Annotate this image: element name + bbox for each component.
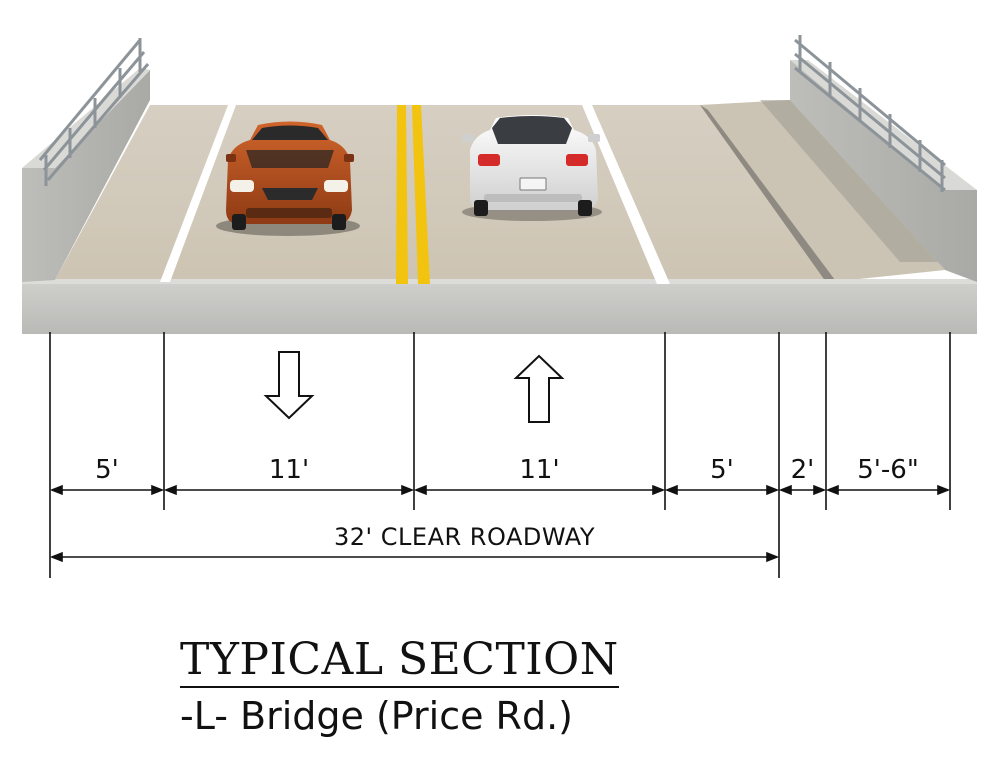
clear-roadway-arrowhead: [49, 551, 63, 563]
right-parapet: [790, 60, 977, 282]
parapet-shadow: [760, 100, 945, 262]
dimension-lines: [49, 332, 951, 578]
dimension-arrowhead: [664, 484, 678, 496]
dimension-label: 5': [710, 455, 734, 485]
centerline-right: [412, 105, 430, 284]
slab-top-edge: [22, 279, 977, 284]
centerline-left: [396, 105, 408, 284]
dimension-arrowhead: [813, 484, 827, 496]
section-title: TYPICAL SECTION: [180, 636, 619, 688]
southbound-arrow: [263, 351, 315, 420]
right-parapet-top: [790, 60, 977, 190]
lane-direction-arrows: [263, 351, 565, 423]
dimension-arrowhead: [151, 484, 165, 496]
left-parapet: [22, 70, 150, 282]
slab-face: [22, 282, 977, 334]
dimension-arrowhead: [413, 484, 427, 496]
left-edge-line: [160, 105, 236, 282]
title-block: TYPICAL SECTION -L- Bridge (Price Rd.): [180, 636, 660, 738]
bridge-deck: [22, 35, 977, 334]
dimension-arrowhead: [49, 484, 63, 496]
clear-roadway-label: 32' CLEAR ROADWAY: [334, 523, 595, 551]
dimension-label: 5': [95, 455, 119, 485]
dimension-label: 2': [791, 455, 815, 485]
dimension-arrowhead: [163, 484, 177, 496]
dimension-arrowhead: [778, 484, 792, 496]
dimension-arrowhead: [825, 484, 839, 496]
right-edge-line: [582, 105, 670, 284]
dimension-arrowhead: [766, 484, 780, 496]
dimension-label: 11': [519, 455, 559, 485]
clear-roadway-arrowhead: [766, 551, 780, 563]
right-railing: [794, 35, 946, 192]
white-car: [462, 115, 602, 221]
dimension-label: 5'-6": [857, 455, 919, 485]
dimension-arrowhead: [652, 484, 666, 496]
northbound-arrow: [513, 354, 565, 423]
dimension-label: 11': [269, 455, 309, 485]
dimension-arrowhead: [937, 484, 951, 496]
section-subtitle: -L- Bridge (Price Rd.): [180, 694, 573, 738]
left-railing: [38, 38, 150, 186]
dimension-labels: 5' 11' 11' 5' 2' 5'-6" 32' CLEAR ROADWAY: [95, 455, 919, 551]
dimension-arrowhead: [401, 484, 415, 496]
orange-car: [216, 121, 360, 236]
sidewalk-curb-face: [700, 105, 835, 282]
